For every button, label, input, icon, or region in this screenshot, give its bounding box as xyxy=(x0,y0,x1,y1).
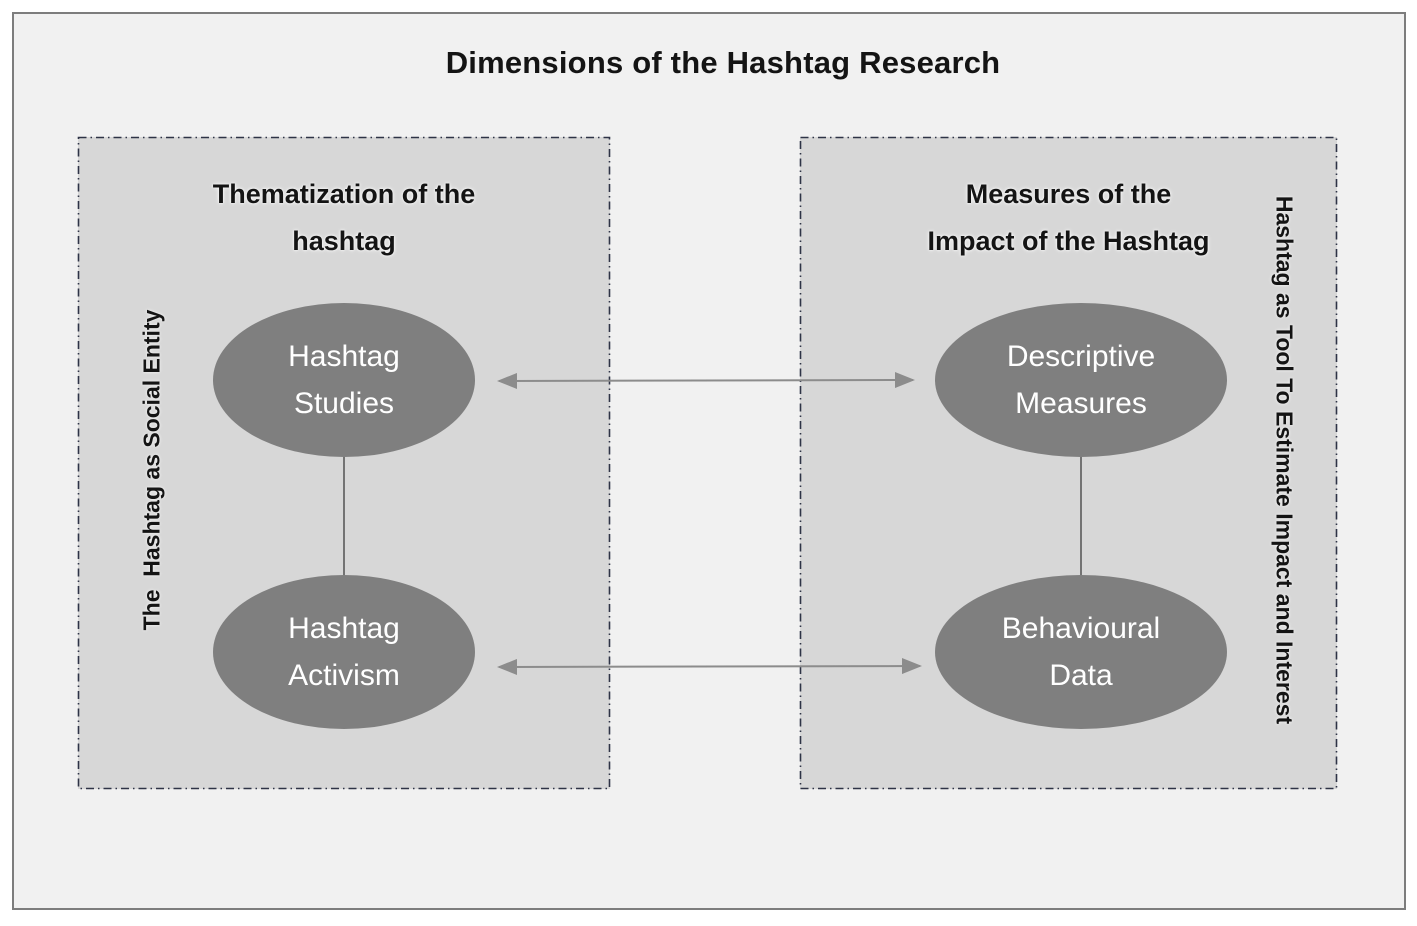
node-descriptive-measures: Descriptive Measures xyxy=(935,303,1227,457)
node-behavioural-data: Behavioural Data xyxy=(935,575,1227,729)
side-label-tool-estimate: Hashtag as Tool To Estimate Impact and I… xyxy=(1271,195,1298,725)
node-hashtag-studies: Hashtag Studies xyxy=(213,303,475,457)
node-label-line-2: Studies xyxy=(293,387,395,420)
node-label-line-1: Hashtag xyxy=(288,340,400,373)
node-label-line-2: Measures xyxy=(1015,387,1147,420)
heading-line-2: hashtag xyxy=(292,226,396,256)
panel-measures-heading: Measures of the Impact of the Hashtag xyxy=(800,171,1337,265)
node-label-line-2: Activism xyxy=(288,659,400,692)
heading-line-1: Measures of the xyxy=(965,179,1172,209)
node-label-line-1: Behavioural xyxy=(1001,612,1161,645)
node-label-line-2: Data xyxy=(1049,659,1113,692)
panel-measures: Measures of the Impact of the Hashtag Ha… xyxy=(800,137,1337,789)
heading-line-1: Thematization of the xyxy=(212,179,476,209)
heading-line-2: Impact of the Hashtag xyxy=(927,226,1210,256)
node-hashtag-activism: Hashtag Activism xyxy=(213,575,475,729)
side-label-social-entity: The Hashtag as Social Entity xyxy=(138,309,165,631)
node-label-line-1: Descriptive xyxy=(1006,340,1156,373)
diagram-title: Dimensions of the Hashtag Research xyxy=(445,45,1001,80)
panel-thematization-heading: Thematization of the hashtag xyxy=(78,171,610,265)
panel-thematization: Thematization of the hashtag The Hashtag… xyxy=(78,137,610,789)
node-label-line-1: Hashtag xyxy=(288,612,400,645)
